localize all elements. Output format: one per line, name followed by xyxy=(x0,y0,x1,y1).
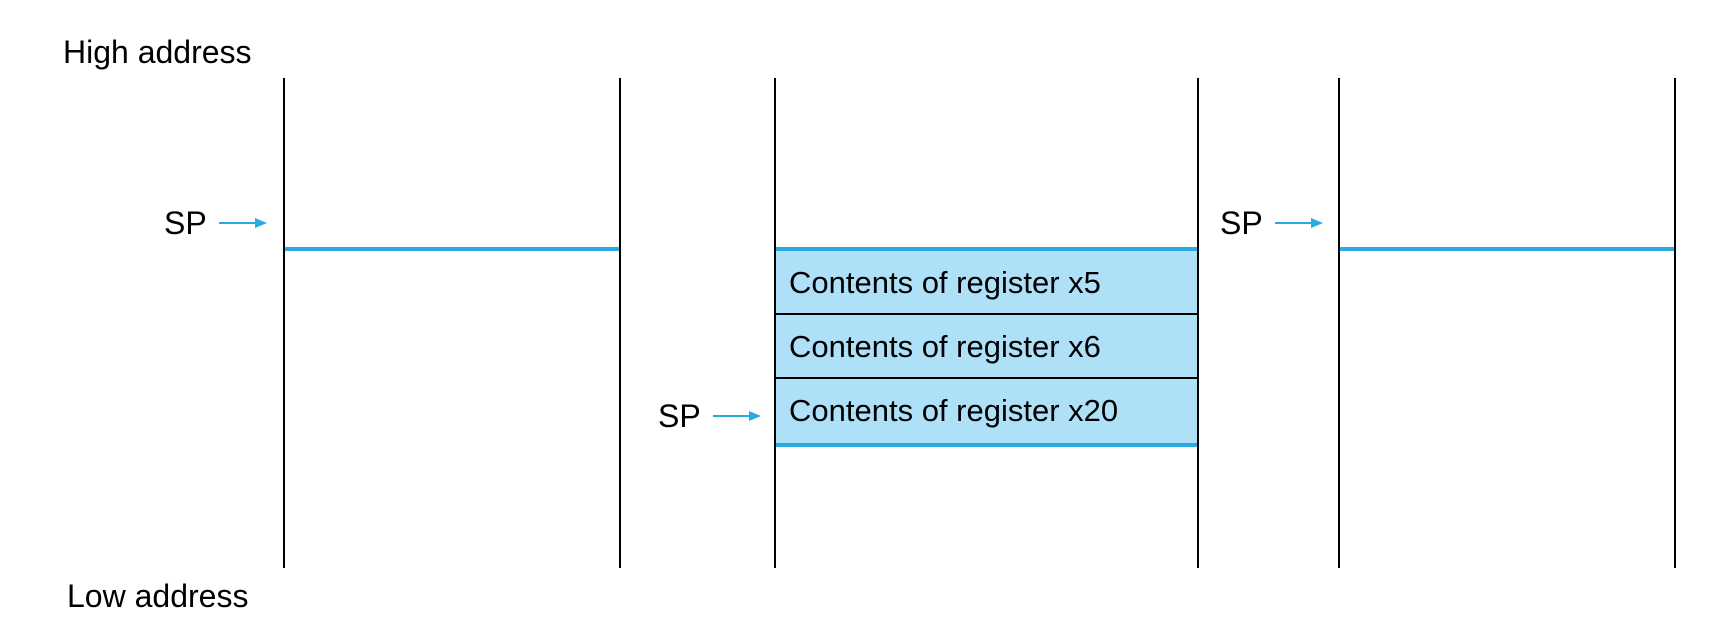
stack-cell-x20: Contents of register x20 xyxy=(789,393,1119,428)
arrow-right-icon xyxy=(712,411,761,421)
stack-cell-x6: Contents of register x6 xyxy=(776,315,1197,379)
low-address-label: Low address xyxy=(67,578,249,614)
sp-pointer-during: SP xyxy=(658,396,761,436)
stack-after-call xyxy=(1338,78,1676,568)
stack-pointer-line xyxy=(1340,247,1674,251)
stack-pointer-line xyxy=(285,247,619,251)
sp-pointer-before: SP xyxy=(164,203,267,243)
sp-label: SP xyxy=(1220,205,1263,241)
arrow-right-icon xyxy=(218,218,267,228)
high-address-label: High address xyxy=(63,34,252,70)
sp-pointer-after: SP xyxy=(1220,203,1323,243)
arrow-right-icon xyxy=(1274,218,1323,228)
saved-registers-frame: Contents of register x5 Contents of regi… xyxy=(776,247,1197,447)
sp-label: SP xyxy=(164,205,207,241)
stack-cell-x5: Contents of register x5 xyxy=(776,251,1197,315)
stack-before-call xyxy=(283,78,621,568)
stack-during-call: Contents of register x5 Contents of regi… xyxy=(774,78,1199,568)
sp-label: SP xyxy=(658,398,701,434)
